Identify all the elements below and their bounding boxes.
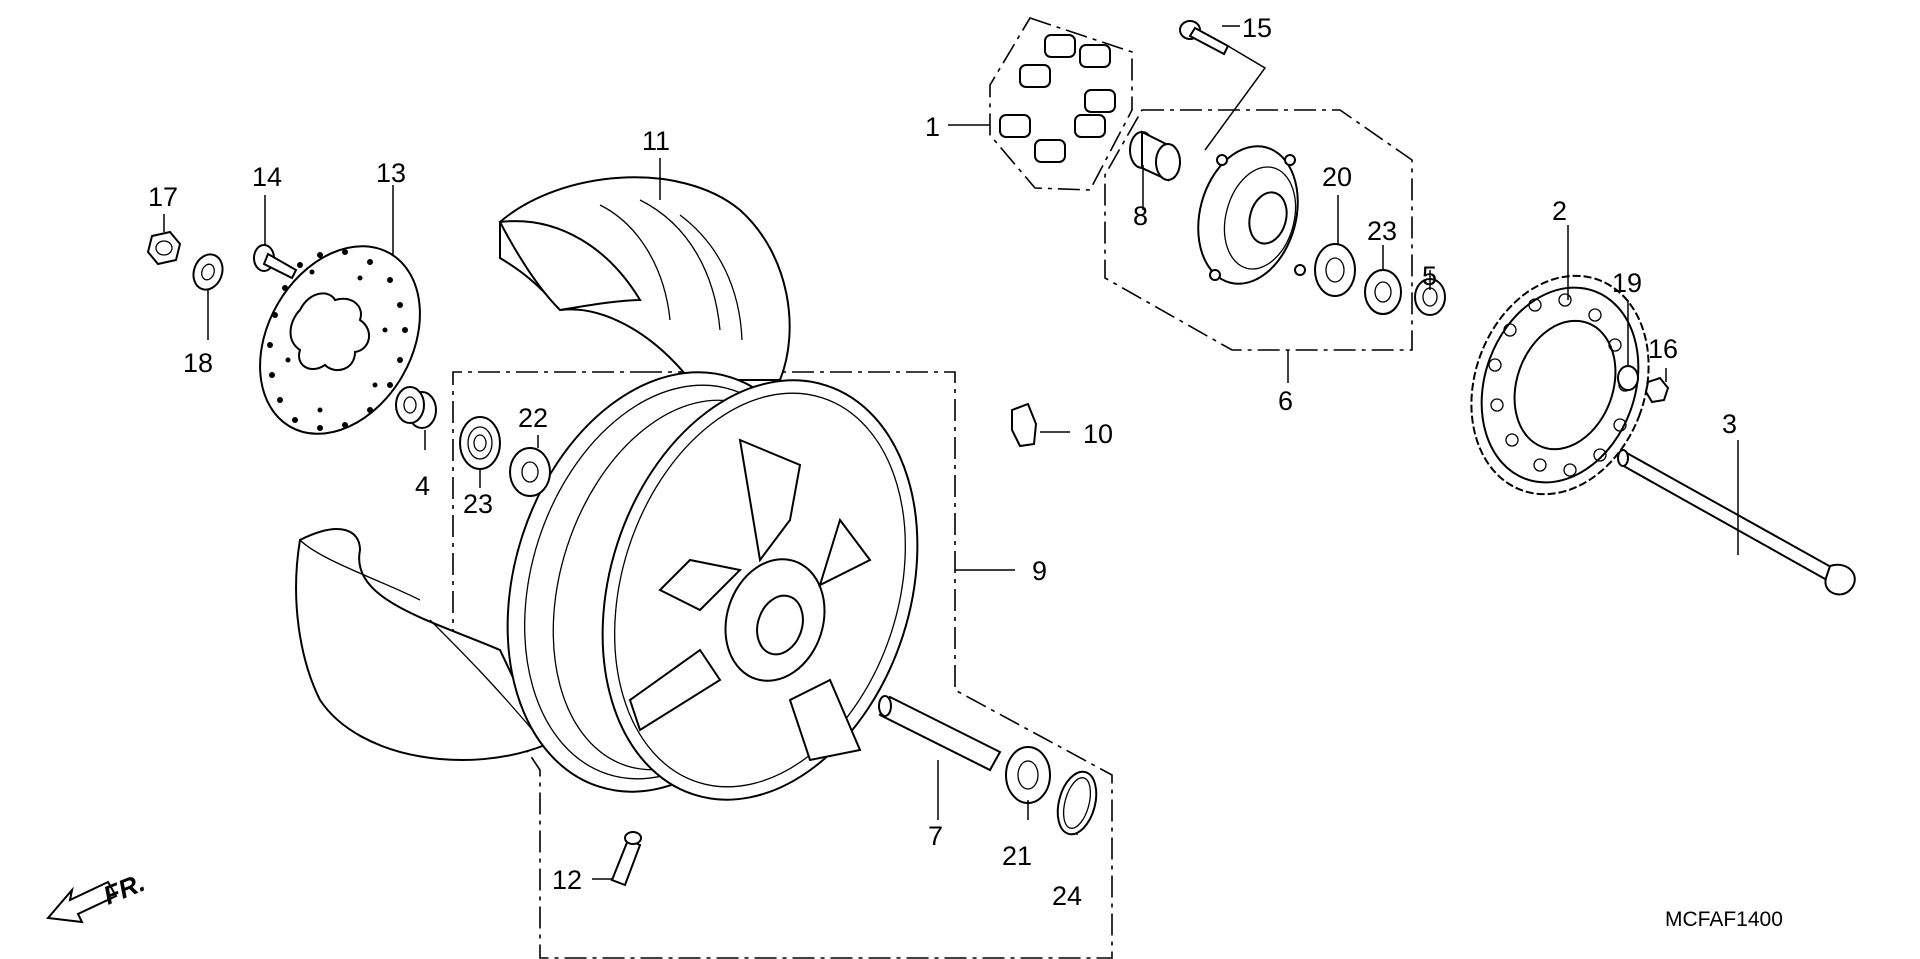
axle-part: [1617, 449, 1856, 596]
group-box-6: [1104, 109, 1413, 351]
bolt-14-part: [253, 244, 298, 280]
callout-labels: 1 2 3 4 5 6 7 8 9 10 11 12 13 14 15 16 1…: [148, 13, 1737, 911]
callout-19: 19: [1612, 268, 1642, 298]
hub-flange-part: [1197, 145, 1306, 285]
damper-1-part: [989, 17, 1133, 191]
callout-15: 15: [1242, 13, 1272, 43]
collar-7-part: [878, 695, 1002, 772]
callout-24: 24: [1052, 881, 1082, 911]
callout-5: 5: [1422, 261, 1437, 291]
leader-lines: [163, 25, 1739, 880]
callout-4: 4: [415, 471, 430, 501]
tire-part: [295, 176, 791, 761]
callout-2: 2: [1552, 196, 1567, 226]
callout-23a: 23: [463, 489, 493, 519]
callout-21: 21: [1002, 841, 1032, 871]
nut-17-part: [146, 230, 182, 266]
front-direction-label: FR.: [99, 867, 149, 911]
callout-16: 16: [1648, 334, 1678, 364]
group-box-9: [452, 371, 1113, 959]
callout-7: 7: [928, 821, 943, 851]
callout-6: 6: [1278, 386, 1293, 416]
callout-13: 13: [376, 158, 406, 188]
diagram-code: MCFAF1400: [1665, 908, 1783, 931]
callout-1: 1: [925, 112, 940, 142]
brake-disc-part: [259, 245, 421, 435]
callout-20: 20: [1322, 162, 1352, 192]
callout-17: 17: [148, 182, 178, 212]
callout-8: 8: [1133, 201, 1148, 231]
bearing-22-part: [509, 447, 551, 497]
oring-24-part: [1056, 770, 1098, 836]
sprocket-part: [1470, 274, 1650, 496]
callout-23b: 23: [1367, 216, 1397, 246]
front-direction-arrow: [46, 880, 118, 924]
callout-10: 10: [1083, 419, 1113, 449]
bearing-21-part: [1005, 746, 1051, 804]
spacer-4-part: [395, 386, 437, 429]
washer-18-part: [192, 253, 224, 291]
callout-11: 11: [642, 126, 670, 156]
callout-12: 12: [552, 865, 582, 895]
callout-22: 22: [518, 403, 548, 433]
wheel-part: [506, 371, 919, 801]
callout-3: 3: [1722, 409, 1737, 439]
seal-23-right-part: [1364, 269, 1402, 315]
collar-8-part: [1129, 130, 1181, 182]
callout-9: 9: [1032, 556, 1047, 586]
washer-19-part: [1617, 365, 1639, 391]
bolt-15-part: [1179, 20, 1230, 56]
nut-16-part: [1644, 376, 1670, 404]
callout-18: 18: [183, 348, 213, 378]
bearing-23-left-part: [459, 416, 501, 470]
valve-12-part: [610, 831, 642, 887]
weight-10-part: [1011, 402, 1038, 448]
bearing-20-part: [1314, 243, 1356, 297]
callout-14: 14: [252, 162, 282, 192]
disc-holes: [267, 249, 408, 431]
